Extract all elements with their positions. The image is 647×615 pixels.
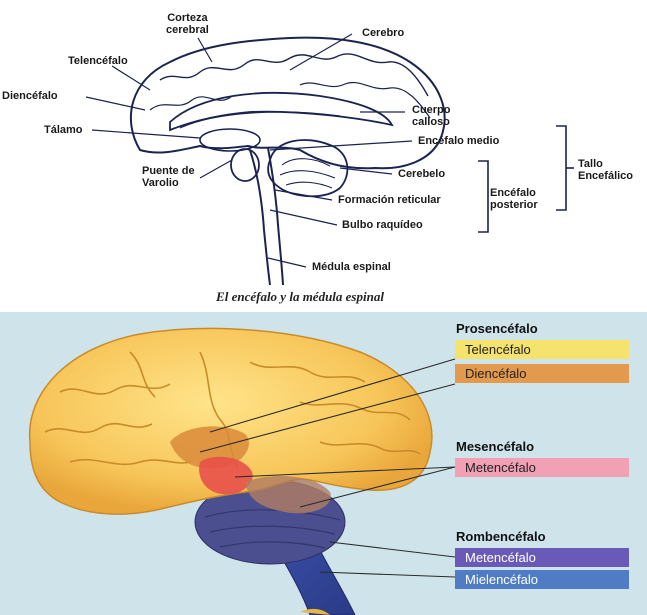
label-encefalo-medio: Encéfalo medio (418, 135, 499, 147)
group-title-mesencefalo: Mesencéfalo (456, 440, 534, 454)
label-diencefalo: Diencéfalo (2, 90, 58, 102)
group-title-rombencefalo: Rombencéfalo (456, 530, 546, 544)
label-talamo: Tálamo (44, 124, 83, 136)
label-encefalo-posterior: Encéfalo posterior (490, 187, 538, 211)
label-corteza-cerebral: Corteza cerebral (166, 12, 209, 36)
region-label-telencefalo: Telencéfalo (455, 340, 629, 359)
region-label-diencefalo: Diencéfalo (455, 364, 629, 383)
brainstem (250, 150, 270, 285)
region-label-metencefalo-meso: Metencéfalo (455, 458, 629, 477)
label-telencefalo: Telencéfalo (68, 55, 128, 67)
posterior-bracket (478, 161, 488, 232)
label-cuerpo-calloso: Cuerpo calloso (412, 104, 451, 128)
group-title-prosencefalo: Prosencéfalo (456, 322, 538, 336)
label-cerebelo: Cerebelo (398, 168, 445, 180)
label-bulbo-raquideo: Bulbo raquídeo (342, 219, 423, 231)
label-cerebro: Cerebro (362, 27, 404, 39)
label-medula-espinal: Médula espinal (312, 261, 391, 273)
region-label-mielencefalo: Mielencéfalo (455, 570, 629, 589)
top-diagram-panel: Corteza cerebral Cerebro Telencéfalo Die… (0, 0, 647, 312)
region-label-metencefalo-romb: Metencéfalo (455, 548, 629, 567)
gyri-lines (160, 54, 428, 96)
bottom-diagram-panel: Prosencéfalo Telencéfalo Diencéfalo Mese… (0, 312, 647, 615)
label-puente-varolio: Puente de Varolio (142, 165, 195, 189)
tallo-bracket (556, 126, 566, 210)
label-tallo-encefalico: Tallo Encefálico (578, 158, 633, 182)
label-formacion-reticular: Formación reticular (338, 194, 441, 206)
figure-caption: El encéfalo y la médula espinal (0, 289, 600, 305)
